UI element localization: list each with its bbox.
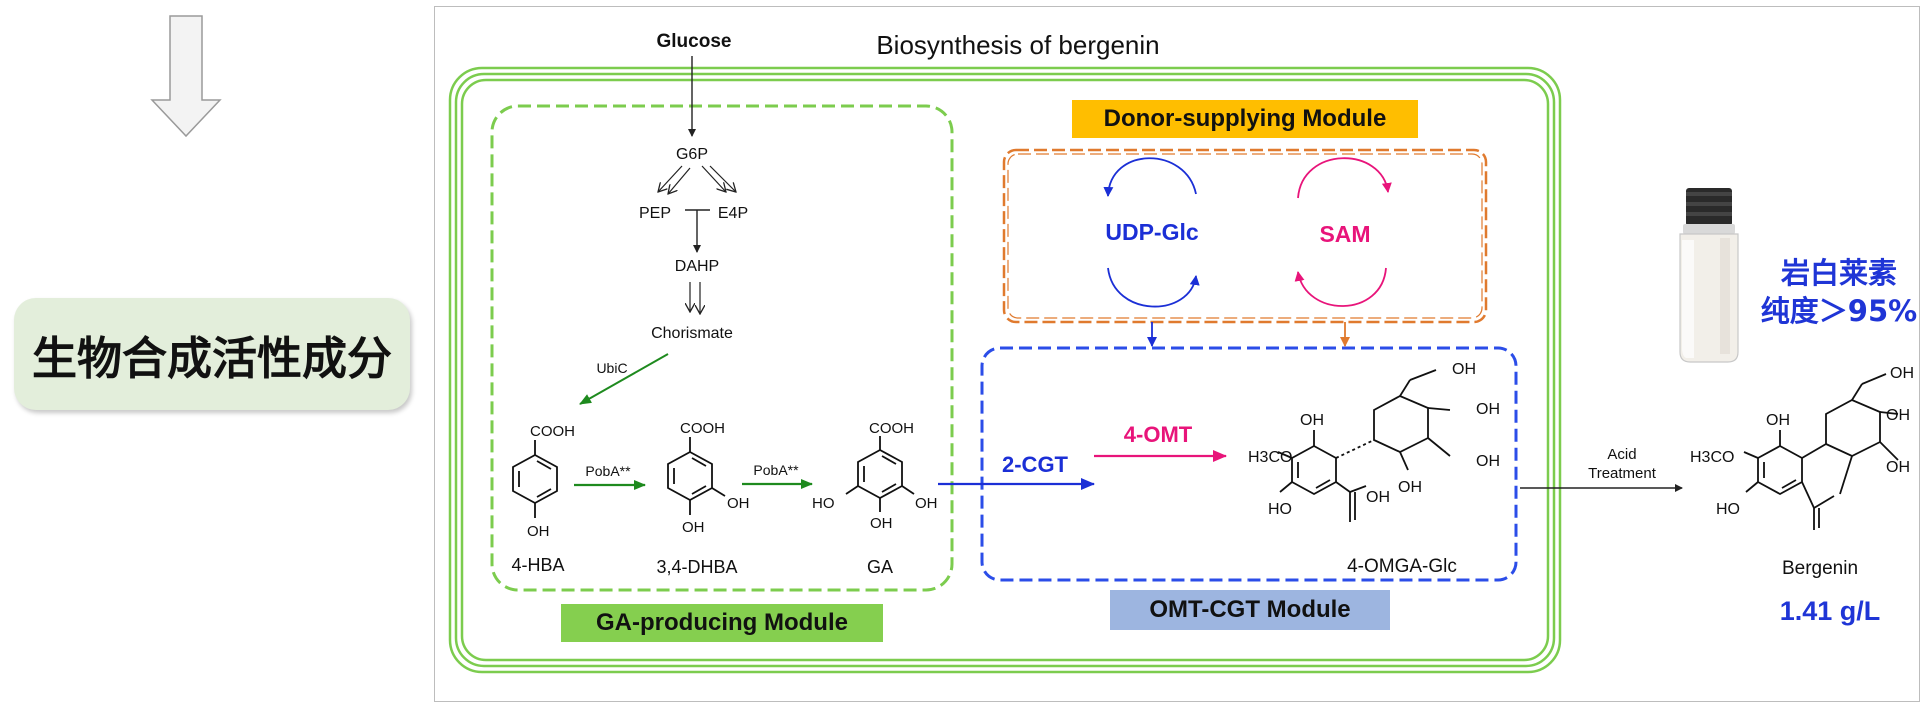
bergenin-oh-top-label: OH — [1766, 412, 1790, 429]
e4p-label: E4P — [718, 205, 748, 222]
bergenin-meo-label: H3CO — [1690, 449, 1734, 466]
ga-module-label: GA-producing Module — [561, 604, 883, 642]
acid-label-line2: Treatment — [1588, 465, 1657, 482]
omga-cooh-label: OH — [1366, 489, 1390, 506]
dhba-name: 3,4-DHBA — [656, 557, 737, 577]
g6p-pep-arrow-2 — [668, 167, 691, 194]
omga-oh-top-label: OH — [1300, 412, 1324, 429]
down-arrow-icon — [150, 15, 222, 138]
diagram-title: Biosynthesis of bergenin — [876, 30, 1159, 60]
ga-module-box — [490, 104, 954, 592]
hba-cooh-label: COOH — [530, 423, 575, 440]
bergenin-sugar-oh1-label: OH — [1886, 407, 1910, 424]
g6p-label: G6P — [676, 146, 708, 163]
omt-module-label: OMT-CGT Module — [1110, 590, 1390, 630]
omga-ho-label: HO — [1268, 501, 1292, 518]
hba-oh-label: OH — [527, 523, 550, 540]
omt-module-box — [980, 346, 1518, 582]
udp-cycle-bottom — [1107, 267, 1200, 308]
omt-label: 4-OMT — [1124, 422, 1193, 447]
dhba-oh2-label: OH — [682, 519, 705, 536]
molecule-3-4-dhba — [667, 437, 726, 515]
molecule-4-omga-glc — [1277, 369, 1451, 522]
acid-label-line1: Acid — [1607, 446, 1636, 463]
ga-oh-mid-label: OH — [870, 515, 893, 532]
omga-sugar-oh2-label: OH — [1476, 453, 1500, 470]
side-label: 生物合成活性成分 — [14, 298, 410, 410]
omga-ch2oh-label: OH — [1452, 361, 1476, 378]
ubic-arrow — [579, 353, 669, 405]
bergenin-ho-label: HO — [1716, 501, 1740, 518]
bergenin-sugar-oh2-label: OH — [1886, 459, 1910, 476]
bergenin-ch2oh-label: OH — [1890, 365, 1914, 382]
glucose-label: Glucose — [657, 31, 732, 52]
purity-line1: 岩白莱素 — [1780, 256, 1897, 290]
cell-border — [448, 66, 1562, 674]
molecule-bergenin — [1743, 373, 1899, 530]
g6p-pep-arrow-1 — [658, 165, 683, 192]
chorismate-label: Chorismate — [651, 325, 733, 342]
product-purity: 岩白莱素 纯度＞95% — [1758, 254, 1920, 330]
poba-label-1: PobA** — [585, 463, 631, 479]
cgt-label: 2-CGT — [1002, 452, 1069, 477]
molecule-4-hba — [512, 440, 558, 518]
hba-name: 4-HBA — [511, 555, 564, 575]
poba-label-2: PobA** — [753, 462, 799, 478]
g6p-e4p-arrow-1 — [701, 165, 726, 192]
udp-cycle-top — [1103, 157, 1197, 197]
pep-label: PEP — [639, 205, 671, 222]
donor-module-box-inner — [1007, 153, 1483, 319]
dhba-cooh-label: COOH — [680, 420, 725, 437]
omga-meo-label: H3CO — [1248, 449, 1292, 466]
ubic-label: UbiC — [596, 360, 627, 376]
bergenin-name: Bergenin — [1782, 558, 1858, 579]
ga-oh-left-label: HO — [812, 495, 835, 512]
g6p-e4p-arrow-2 — [709, 165, 736, 192]
udp-glc-label: UDP-Glc — [1105, 219, 1199, 245]
sam-cycle-bottom — [1294, 267, 1387, 307]
ga-oh-right-label: OH — [915, 495, 938, 512]
donor-module-box — [1002, 148, 1488, 324]
omga-sugar-oh3-label: OH — [1398, 479, 1422, 496]
product-yield: 1.41 g/L — [1779, 596, 1881, 626]
omga-name: 4-OMGA-Glc — [1347, 556, 1457, 577]
sam-cycle-top — [1297, 157, 1392, 199]
product-vial-icon — [1679, 188, 1739, 363]
sam-label: SAM — [1319, 221, 1370, 247]
purity-line2: 纯度＞95% — [1760, 294, 1918, 328]
ga-name: GA — [867, 557, 893, 577]
dhba-oh1-label: OH — [727, 495, 750, 512]
donor-module-label: Donor-supplying Module — [1072, 100, 1418, 138]
molecule-ga — [845, 436, 915, 512]
ga-cooh-label: COOH — [869, 420, 914, 437]
omga-sugar-oh1-label: OH — [1476, 401, 1500, 418]
dahp-label: DAHP — [675, 258, 719, 275]
